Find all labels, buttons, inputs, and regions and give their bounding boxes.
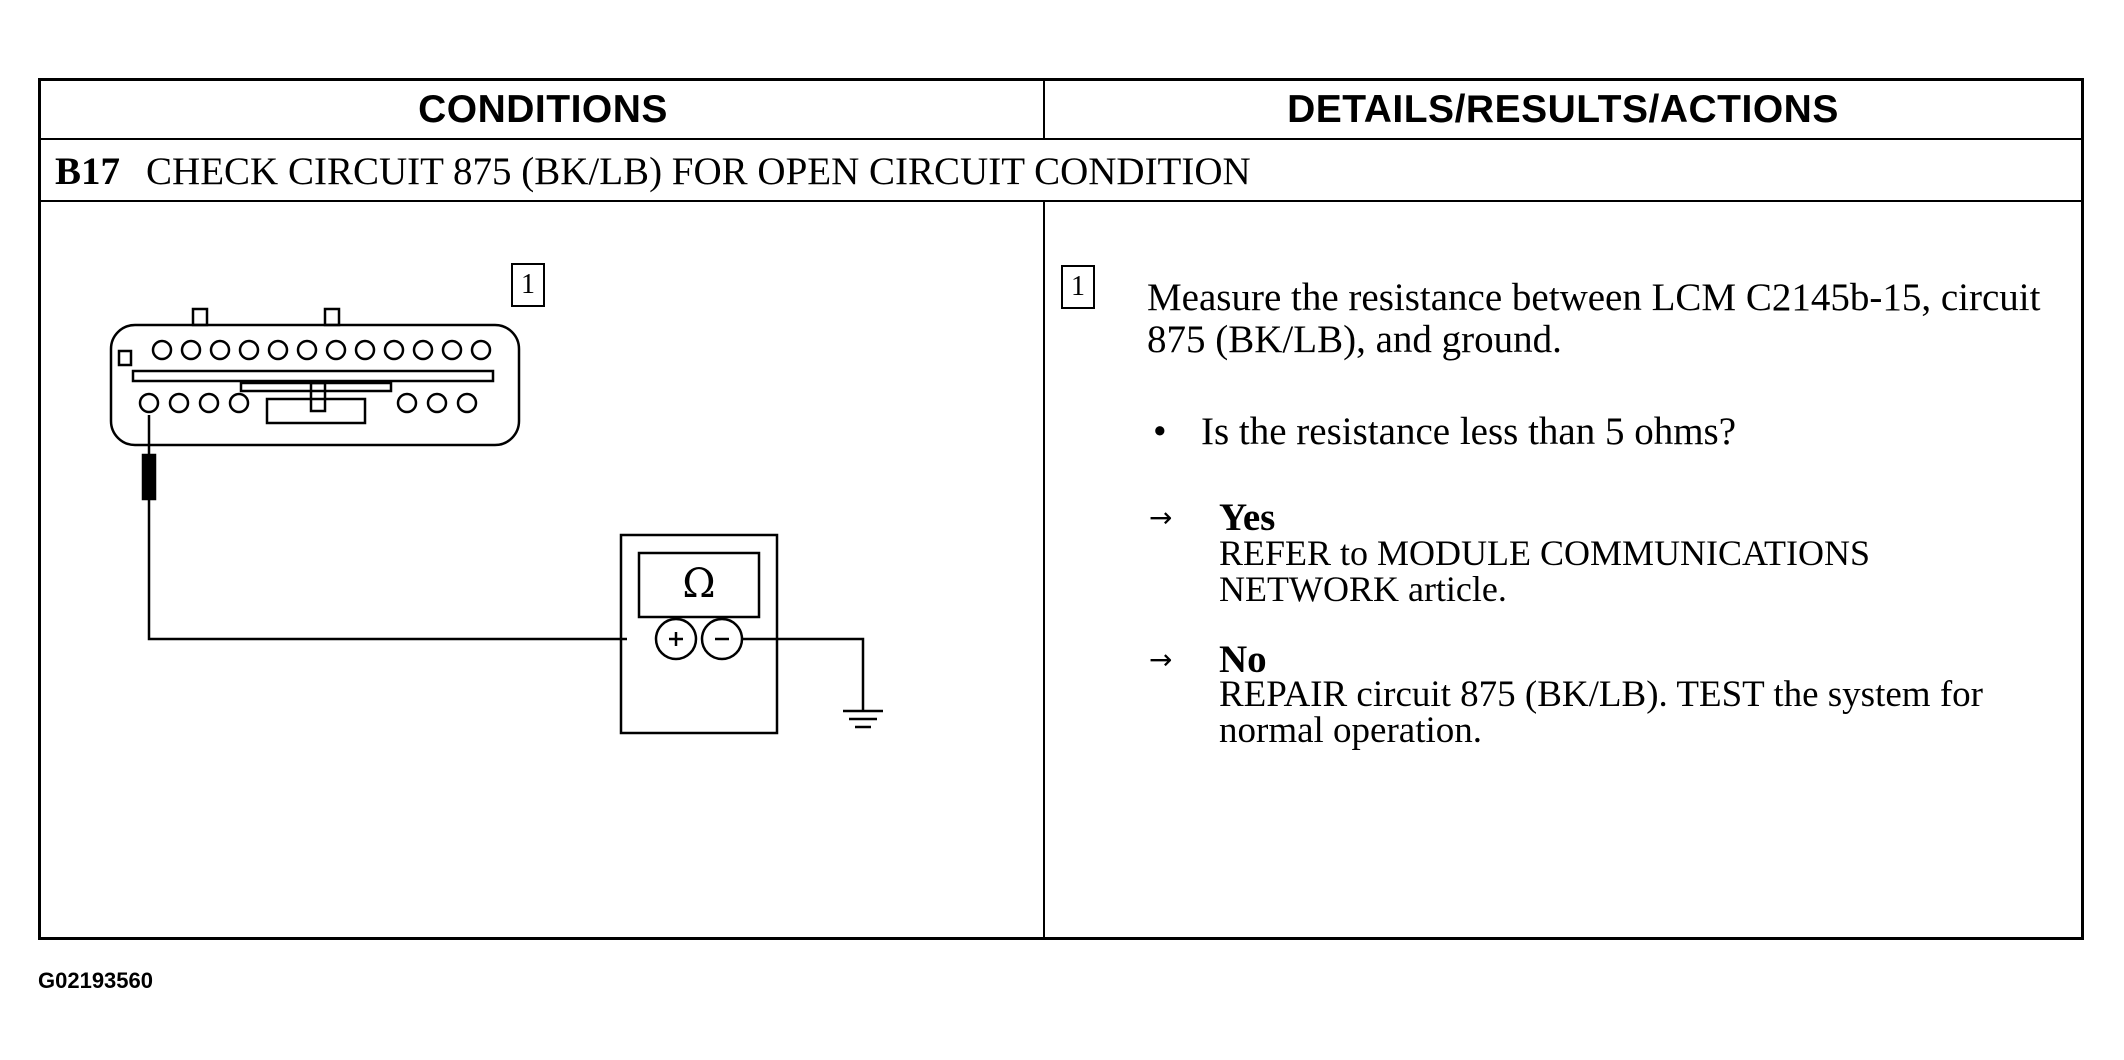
- no-action: REPAIR circuit 875 (BK/LB). TEST the sys…: [1219, 674, 1983, 751]
- resistance-question: Is the resistance less than 5 ohms?: [1201, 410, 1737, 453]
- details-step-marker: 1: [1061, 265, 1095, 309]
- arrow-right-icon: →: [1149, 501, 1173, 534]
- ohm-symbol: Ω: [682, 561, 715, 607]
- header-column-divider: [1043, 81, 1045, 138]
- step-divider: [41, 200, 2081, 202]
- no-label: No: [1219, 638, 1267, 681]
- probe-icon: [141, 415, 157, 525]
- details-panel: 1 Measure the resistance between LCM C21…: [1045, 203, 2081, 937]
- yes-action: REFER to MODULE COMMUNICATIONS NETWORK a…: [1219, 533, 1871, 609]
- step-title-row: B17 CHECK CIRCUIT 875 (BK/LB) FOR OPEN CI…: [55, 149, 1251, 194]
- figure-code: G02193560: [38, 968, 153, 993]
- procedure-table: CONDITIONS DETAILS/RESULTS/ACTIONS B17 CH…: [38, 78, 2084, 940]
- step-code: B17: [55, 150, 121, 193]
- connector-icon: [109, 307, 521, 447]
- circuit-diagram: 1: [41, 203, 1043, 937]
- yes-label: Yes: [1219, 496, 1276, 539]
- measurement-instruction: Measure the resistance between LCM C2145…: [1147, 276, 2041, 361]
- diagram-step-marker: 1: [511, 263, 545, 307]
- bullet-icon: •: [1153, 410, 1167, 453]
- step-title: CHECK CIRCUIT 875 (BK/LB) FOR OPEN CIRCU…: [146, 150, 1251, 193]
- details-header: DETAILS/RESULTS/ACTIONS: [1287, 87, 1839, 131]
- conditions-header: CONDITIONS: [418, 87, 668, 131]
- diagram-graphic: Ω: [109, 307, 883, 735]
- arrow-right-icon: →: [1149, 643, 1173, 676]
- question-row: • Is the resistance less than 5 ohms?: [1153, 411, 1736, 453]
- body-column-divider: [1043, 200, 1045, 937]
- ground-icon: [843, 709, 883, 729]
- header-divider: [41, 138, 2081, 140]
